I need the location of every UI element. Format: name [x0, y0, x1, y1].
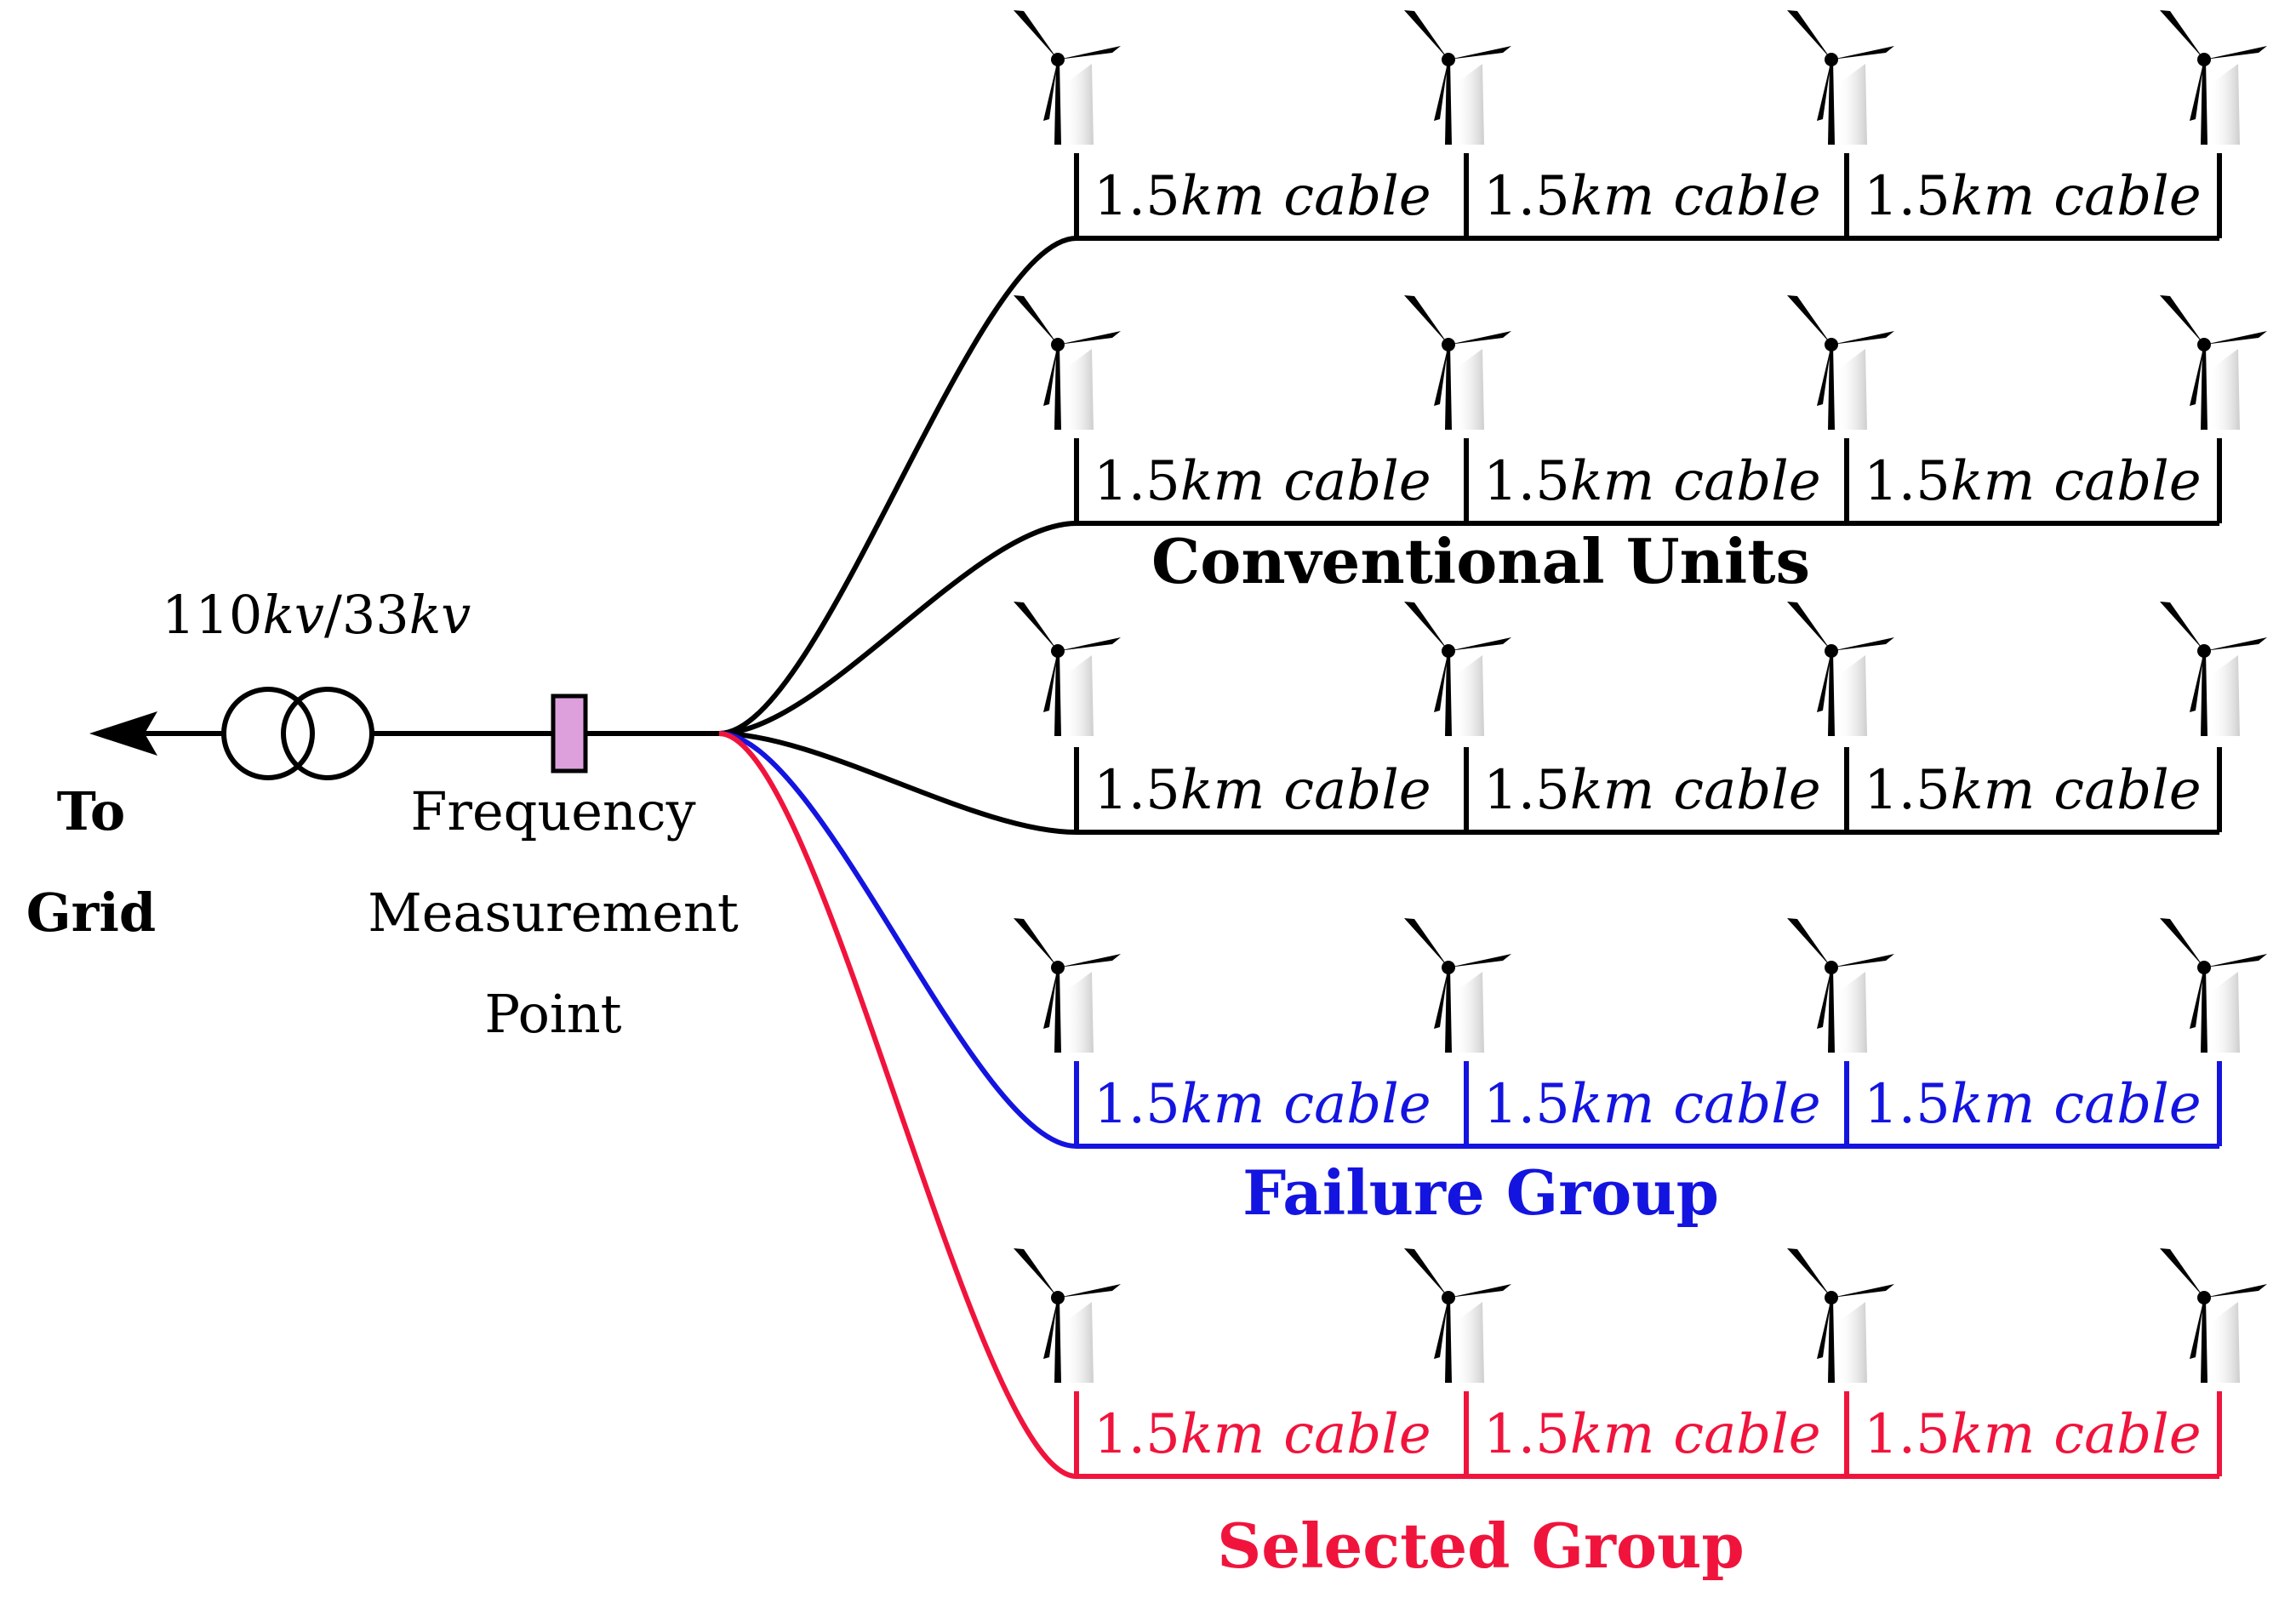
wind-turbine-icon [1404, 602, 1511, 736]
measurement-label-line1: Frequency [410, 780, 695, 842]
group-label-failure: Failure Group [1242, 1156, 1719, 1229]
wind-turbine-icon [2160, 1248, 2267, 1383]
group-label-conventional: Conventional Units [1151, 525, 1810, 597]
wind-turbine-icon [2160, 918, 2267, 1053]
grid-label-grid: Grid [26, 882, 157, 944]
feeder-connector-line [718, 731, 1077, 1479]
wind-turbine-icon [1787, 918, 1894, 1053]
wind-turbine-icon [1014, 10, 1121, 145]
measurement-label-line3: Point [484, 983, 621, 1045]
wind-turbine-icon [1014, 295, 1121, 430]
measurement-label-line2: Measurement [368, 882, 739, 944]
wind-turbine-icon [1404, 918, 1511, 1053]
measurement-point-icon [551, 694, 588, 773]
wind-turbine-icon [1787, 295, 1894, 430]
group-label-selected: Selected Group [1217, 1510, 1744, 1582]
wind-turbine-icon [2160, 10, 2267, 145]
feeder-connector-line [718, 236, 1077, 736]
wind-turbine-icon [1404, 295, 1511, 430]
transformer-rating: 110kv/33kv [162, 584, 471, 646]
wind-turbine-icon [1014, 918, 1121, 1053]
wind-turbine-icon [1014, 602, 1121, 736]
wind-turbine-icon [1787, 602, 1894, 736]
grid-label-to: To [57, 780, 125, 842]
wind-turbine-icon [1787, 1248, 1894, 1383]
feeder-connector-line [718, 731, 1077, 1149]
wind-turbine-icon [2160, 602, 2267, 736]
wind-turbine-icon [1404, 10, 1511, 145]
grid-arrow-icon [89, 711, 223, 756]
feeder-connector-line [718, 521, 1077, 736]
wind-turbine-icon [1787, 10, 1894, 145]
transformer-icon [221, 687, 374, 780]
wind-turbine-icon [1404, 1248, 1511, 1383]
wind-turbine-icon [1014, 1248, 1121, 1383]
wind-turbine-icon [2160, 295, 2267, 430]
feeder-connector-line [718, 731, 1077, 835]
